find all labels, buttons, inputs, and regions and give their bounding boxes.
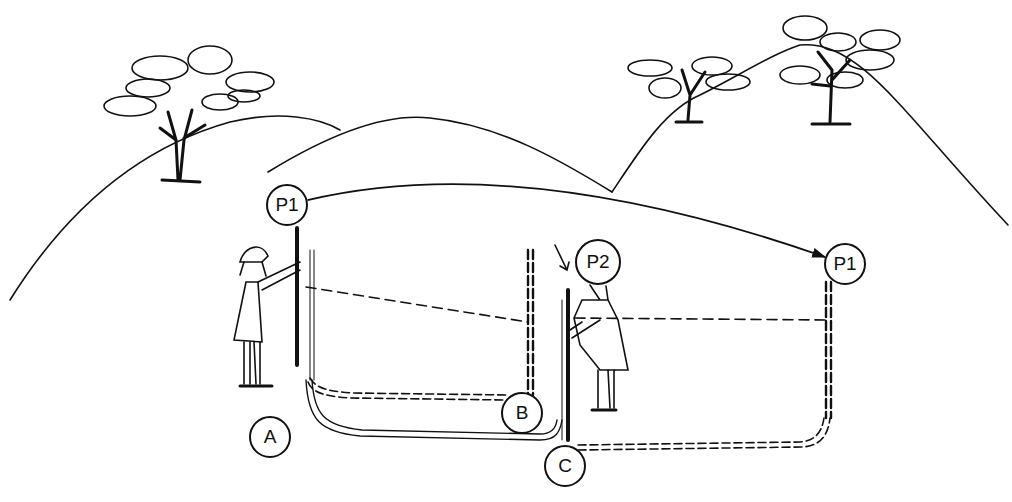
point-label: P2 (586, 251, 609, 273)
person (570, 285, 628, 410)
water-tube (310, 250, 314, 380)
water-tube (312, 380, 557, 434)
point-label: P1 (833, 253, 856, 275)
tree (628, 57, 750, 122)
sight-line (575, 318, 826, 320)
water-tube (562, 300, 563, 440)
leveling-pole (566, 290, 570, 440)
point-label: C (558, 455, 572, 477)
water-tube (308, 378, 508, 400)
point-label: A (264, 426, 277, 448)
leveling-pole (295, 228, 299, 365)
leveling-pole (528, 250, 533, 395)
circle-label: P1 (824, 243, 866, 285)
pointer-arrow (555, 245, 569, 270)
circle-label: P1 (266, 184, 308, 226)
sight-line (306, 287, 528, 322)
hill-outline (268, 117, 612, 192)
person (234, 247, 300, 386)
point-label: B (516, 402, 529, 424)
circle-label: C (544, 445, 586, 487)
water-tube (306, 380, 562, 440)
circle-label: P2 (575, 239, 621, 285)
move-arrow (307, 184, 825, 257)
point-label: P1 (275, 194, 298, 216)
tree (104, 46, 274, 182)
water-tube (578, 418, 830, 450)
leveling-pole (826, 282, 831, 418)
circle-label: A (249, 416, 291, 458)
hill-outline (612, 45, 1008, 225)
circle-label: B (501, 392, 543, 434)
tree (780, 16, 900, 124)
